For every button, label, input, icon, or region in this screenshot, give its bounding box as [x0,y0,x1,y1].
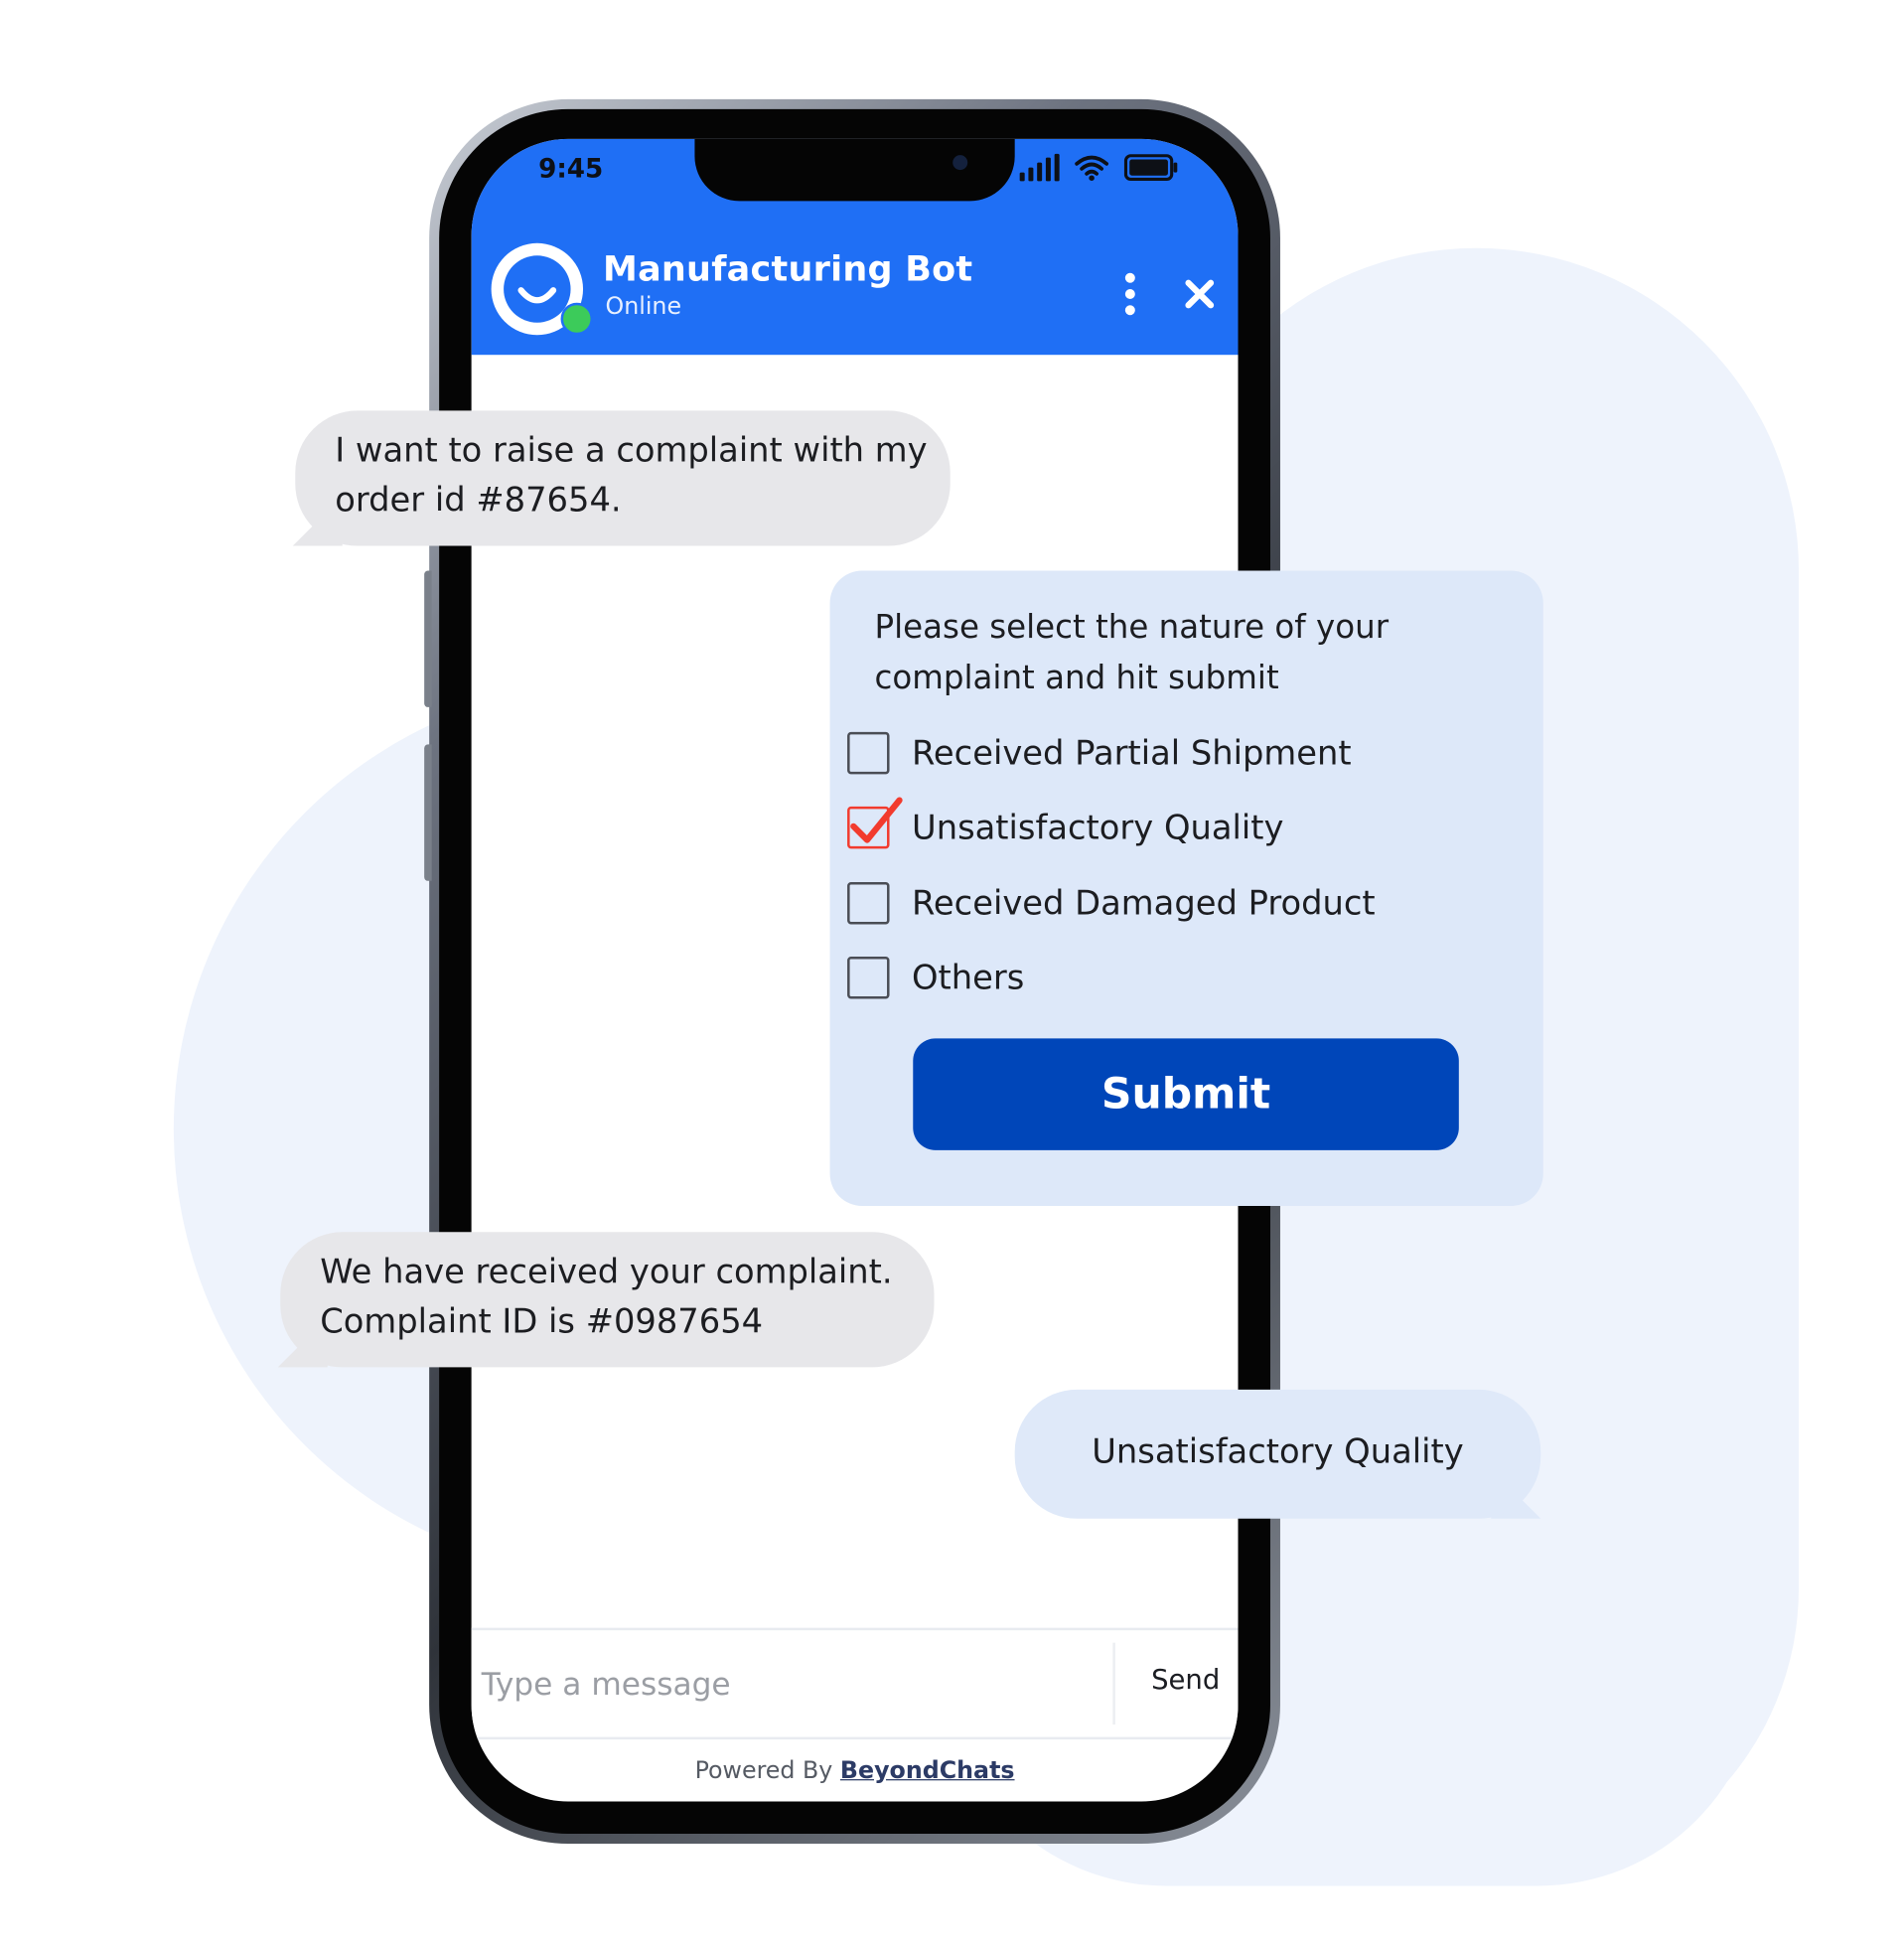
option-received-damaged-product[interactable]: Received Damaged Product [847,878,1376,928]
phone-side-button [424,744,432,881]
option-label: Others [912,958,1025,997]
message-line: Unsatisfactory Quality [1092,1432,1464,1472]
form-prompt: Please select the nature of your complai… [875,603,1520,704]
bot-status: Online [605,292,682,321]
checkbox-checked[interactable] [847,797,903,849]
user-complaint-bubble: I want to raise a complaint with my orde… [295,410,951,546]
send-button[interactable]: Send [1151,1665,1221,1697]
kebab-menu-icon[interactable] [1121,272,1138,316]
message-line: Complaint ID is #0987654 [320,1302,764,1342]
phone-side-button [424,570,432,707]
chat-header: 9:45 [471,138,1239,356]
powered-by-text: Powered By [694,1756,833,1785]
status-icons [1019,153,1179,182]
prompt-line: Please select the nature of your [874,609,1390,647]
option-label: Unsatisfactory Quality [912,808,1284,847]
phone-notch [694,138,1015,202]
composer-divider [1112,1642,1115,1725]
submit-button[interactable]: Submit [913,1038,1459,1150]
complaint-form-card: Please select the nature of your complai… [829,570,1543,1207]
message-line: order id #87654. [335,481,622,521]
option-label: Received Partial Shipment [912,733,1352,773]
bot-confirmation-bubble: We have received your complaint. Complai… [280,1232,935,1368]
message-line: We have received your complaint. [320,1253,893,1292]
option-unsatisfactory-quality[interactable]: Unsatisfactory Quality [847,797,1284,852]
message-input[interactable] [481,1630,1108,1737]
status-time: 9:45 [538,153,604,184]
message-line: I want to raise a complaint with my [335,431,928,471]
option-others[interactable]: Others [847,953,1024,1002]
brand-link[interactable]: BeyondChats [839,1756,1015,1785]
wifi-icon [1075,155,1108,181]
chat-bot-avatar-icon [504,255,571,323]
powered-by-footer: Powered By BeyondChats [472,1757,1239,1784]
user-selection-bubble: Unsatisfactory Quality [1014,1389,1541,1519]
checkbox[interactable] [847,882,890,925]
signal-icon [1019,153,1060,182]
front-camera [952,155,968,171]
option-label: Received Damaged Product [912,883,1376,923]
checkbox[interactable] [847,731,890,775]
checkbox[interactable] [847,956,890,999]
bot-avatar [491,242,584,336]
close-icon[interactable] [1179,273,1221,315]
online-indicator [560,302,594,336]
battery-icon [1123,154,1178,182]
prompt-line: complaint and hit submit [874,660,1279,697]
checkmark-icon [850,797,903,843]
option-received-partial-shipment[interactable]: Received Partial Shipment [847,728,1352,778]
message-composer: Send [471,1627,1239,1740]
bot-name: Manufacturing Bot [603,247,973,290]
